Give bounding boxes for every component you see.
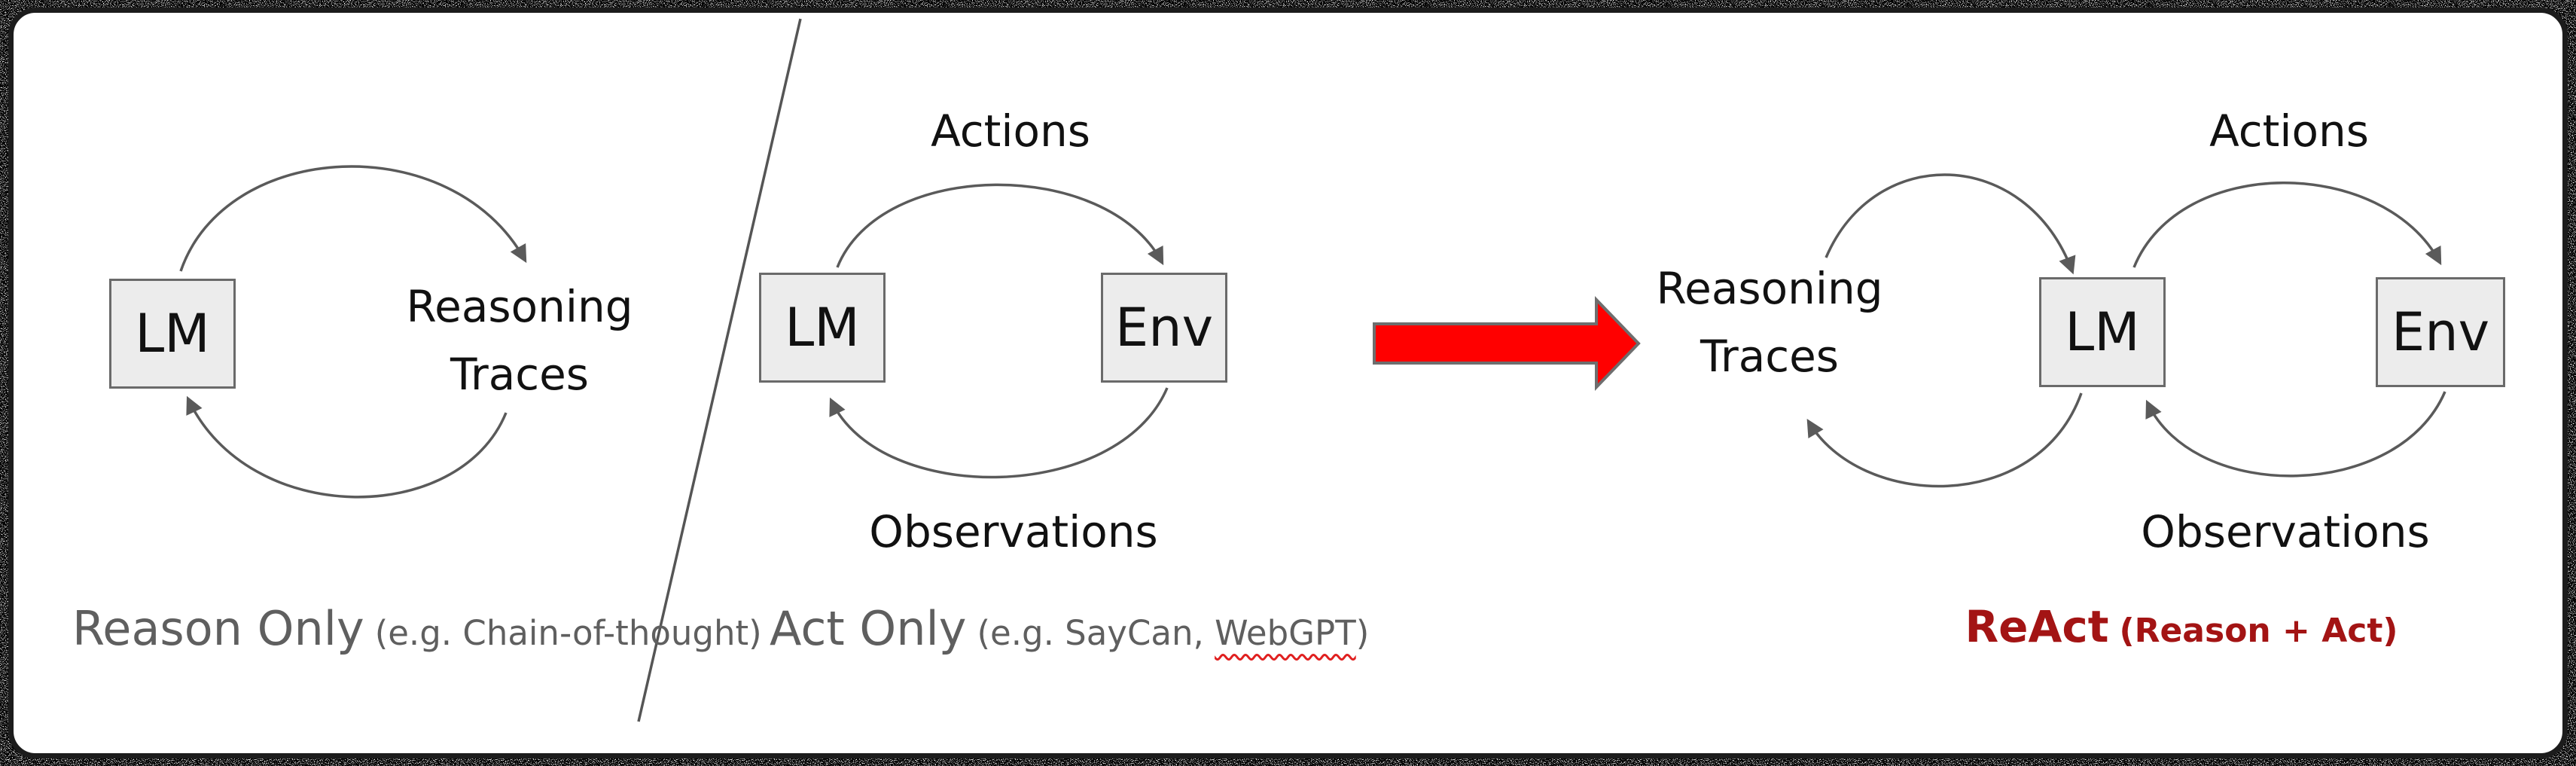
actions-label-react: Actions [2209, 105, 2369, 157]
react-observations-arc [2145, 391, 2446, 478]
caption-react: ReAct (Reason + Act) [1965, 601, 2398, 652]
caption-act-only-detail: (e.g. SayCan, WebGPT) [977, 613, 1369, 653]
reason-loop-top-arc [179, 165, 527, 272]
lm-box-act-only: LM [759, 273, 886, 383]
caption-reason-only-main: Reason Only [72, 601, 364, 656]
caption-react-main: ReAct [1965, 601, 2109, 652]
transform-red-arrow [1373, 296, 1641, 391]
reasoning-traces-line2: Traces [450, 349, 590, 400]
lm-box-reason-only: LM [109, 279, 236, 389]
lm-box-react: LM [2039, 277, 2166, 387]
reasoning-traces-label-reason-only: Reasoning Traces [406, 273, 633, 408]
reasoning-traces-react-line1: Reasoning [1656, 263, 1883, 314]
reasoning-traces-react-line2: Traces [1700, 331, 1840, 382]
caption-act-only-webgpt: WebGPT [1215, 613, 1356, 653]
caption-act-only-detail-suffix: ) [1355, 613, 1370, 653]
react-reasoning-bottom-arc [1806, 392, 2083, 488]
panel-divider-line [637, 18, 802, 722]
actonly-actions-arc [836, 183, 1164, 268]
observations-label-react: Observations [2141, 506, 2430, 557]
actonly-observations-arc [829, 387, 1169, 479]
reason-loop-bottom-arc [186, 395, 508, 499]
env-box-act-only: Env [1101, 273, 1227, 383]
caption-react-detail: (Reason + Act) [2119, 612, 2398, 650]
caption-act-only-main: Act Only [770, 601, 967, 656]
reasoning-traces-label-react: Reasoning Traces [1656, 255, 1882, 390]
caption-act-only: Act Only (e.g. SayCan, WebGPT) [770, 601, 1369, 656]
actions-label-act-only: Actions [931, 105, 1090, 157]
react-reasoning-top-arc [1825, 173, 2076, 275]
caption-reason-only: Reason Only (e.g. Chain-of-thought) [72, 601, 762, 656]
env-box-react: Env [2376, 277, 2505, 387]
react-actions-arc [2132, 182, 2442, 268]
reasoning-traces-line1: Reasoning [406, 281, 633, 332]
caption-act-only-detail-prefix: (e.g. SayCan, [977, 613, 1215, 653]
observations-label-act-only: Observations [869, 506, 1158, 557]
caption-reason-only-detail: (e.g. Chain-of-thought) [374, 613, 762, 653]
